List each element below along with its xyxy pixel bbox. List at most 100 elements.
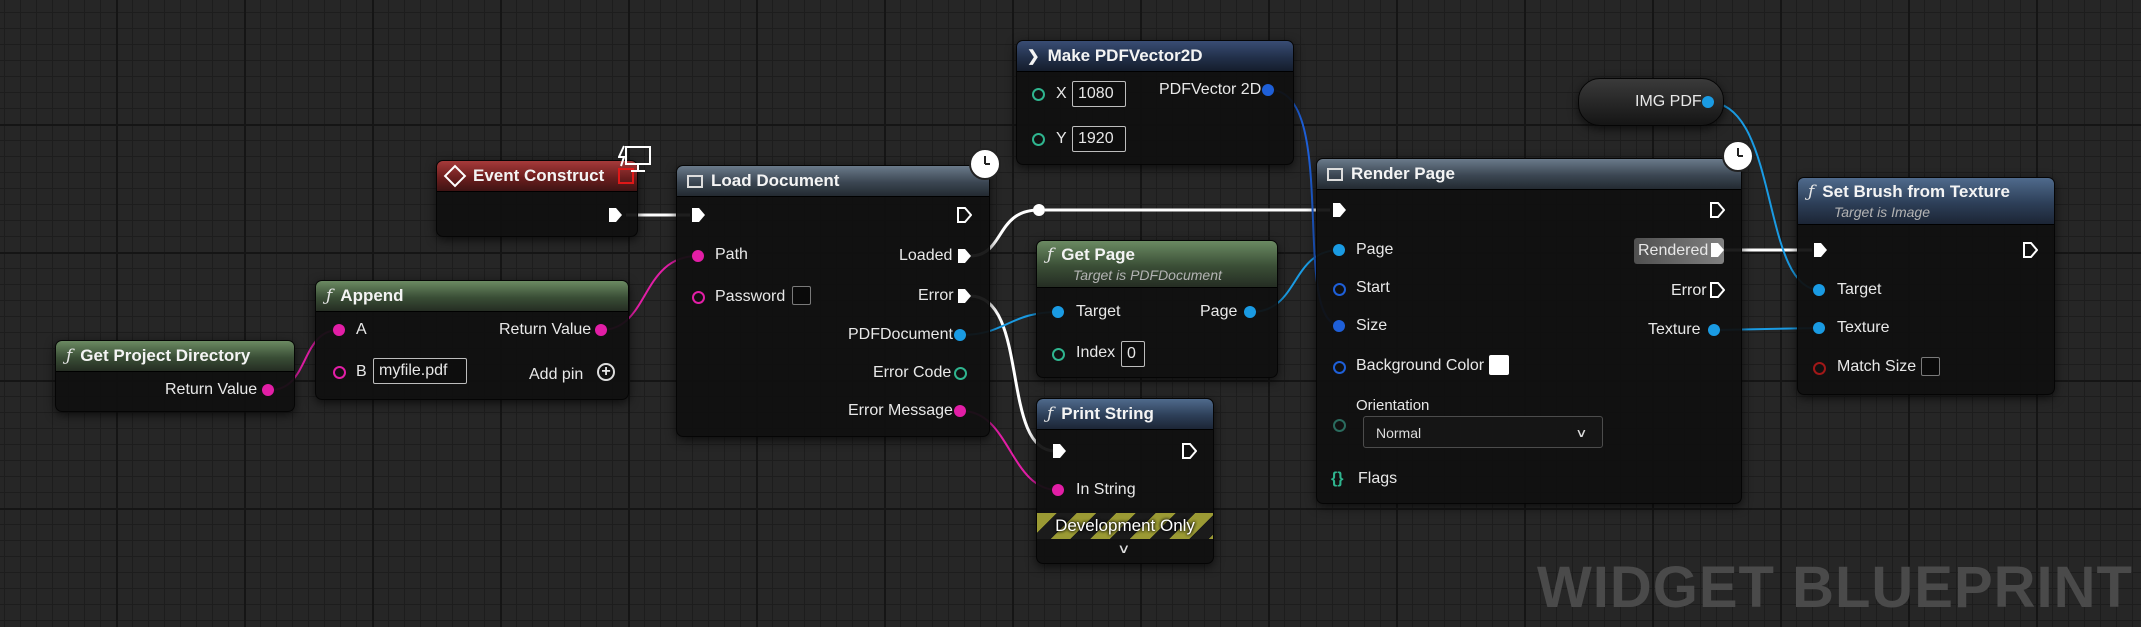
node-title: Make PDFVector2D — [1047, 46, 1203, 65]
load-document-node[interactable]: Load Document — [676, 165, 990, 437]
render-exec-in-pin[interactable] — [1331, 201, 1347, 219]
load-exec-out-pin[interactable] — [956, 206, 972, 224]
load-password-label: Password — [715, 288, 786, 305]
setbrush-texture-pin[interactable] — [1813, 322, 1825, 334]
render-bgcolor-pin[interactable] — [1333, 361, 1346, 374]
orientation-value: Normal — [1376, 425, 1422, 441]
loaded-exec-out-pin[interactable] — [956, 247, 972, 265]
render-error-exec-out-pin[interactable] — [1709, 281, 1725, 299]
node-title: Print String — [1061, 404, 1154, 423]
load-errorcode-label: Error Code — [873, 364, 952, 381]
print-string-node[interactable]: ƒ Print String Development Only ∨ — [1036, 398, 1214, 564]
node-header: Event Construct — [437, 161, 637, 192]
append-return-label: Return Value — [499, 321, 592, 338]
add-pin-label[interactable]: Add pin — [529, 366, 584, 383]
chevron-down-icon: ∨ — [1575, 426, 1588, 440]
getpage-index-input[interactable]: 0 — [1121, 341, 1145, 367]
vector-x-pin[interactable] — [1032, 88, 1045, 101]
vector-x-label: X — [1056, 85, 1067, 102]
print-exec-out-pin[interactable] — [1181, 442, 1197, 460]
pdfdocument-object-pin[interactable] — [954, 329, 966, 341]
append-a-string-pin[interactable] — [333, 324, 345, 336]
print-exec-in-pin[interactable] — [1051, 442, 1067, 460]
render-page-pin[interactable] — [1333, 244, 1345, 256]
getpage-page-label: Page — [1200, 303, 1238, 320]
expand-chevron-icon[interactable]: ∨ — [1117, 541, 1131, 556]
password-input-box[interactable] — [792, 286, 811, 305]
render-orientation-label: Orientation — [1356, 397, 1430, 414]
append-b-input[interactable]: myfile.pdf — [373, 358, 467, 384]
load-errormessage-label: Error Message — [848, 402, 953, 419]
getpage-index-pin[interactable] — [1052, 348, 1065, 361]
orientation-dropdown[interactable]: Normal ∨ — [1363, 416, 1603, 448]
event-exec-out-pin[interactable] — [607, 206, 623, 224]
render-exec-out-pin[interactable] — [1709, 201, 1725, 219]
node-subtitle: Target is Image — [1834, 204, 1930, 220]
function-icon: ƒ — [1047, 404, 1054, 424]
rendered-exec-out-pin[interactable] — [1709, 241, 1725, 259]
getpage-target-pin[interactable] — [1052, 306, 1064, 318]
background-color-swatch[interactable] — [1489, 355, 1509, 375]
render-texture-label: Texture — [1648, 321, 1701, 338]
node-header: Load Document — [677, 166, 989, 197]
event-icon — [443, 164, 467, 188]
render-page-label: Page — [1356, 241, 1394, 258]
development-only-label: Development Only — [1055, 516, 1195, 535]
doc-icon — [687, 174, 703, 188]
render-start-label: Start — [1356, 279, 1390, 296]
render-size-pin[interactable] — [1333, 320, 1345, 332]
setbrush-exec-in-pin[interactable] — [1812, 241, 1828, 259]
load-password-pin[interactable] — [692, 291, 705, 304]
exec-reroute-knot[interactable] — [1033, 204, 1045, 216]
errormessage-string-pin[interactable] — [954, 405, 966, 417]
setbrush-target-pin[interactable] — [1813, 284, 1825, 296]
render-start-pin[interactable] — [1333, 283, 1346, 296]
render-texture-object-pin[interactable] — [1708, 324, 1720, 336]
match-size-checkbox[interactable] — [1921, 357, 1940, 376]
monitor-lightning-icon — [618, 145, 651, 172]
render-orientation-pin[interactable] — [1333, 419, 1346, 432]
node-title: Get Page — [1061, 245, 1135, 264]
setbrush-exec-out-pin[interactable] — [2022, 241, 2038, 259]
print-instring-pin[interactable] — [1052, 484, 1064, 496]
render-rendered-label: Rendered — [1638, 242, 1709, 259]
latent-clock-icon — [969, 148, 1001, 180]
function-icon: ƒ — [1808, 182, 1815, 202]
print-instring-label: In String — [1076, 481, 1136, 498]
errorcode-pin[interactable] — [954, 367, 967, 380]
render-flags-label: Flags — [1358, 470, 1398, 487]
return-value-label: Return Value — [165, 381, 258, 398]
vector-y-pin[interactable] — [1032, 133, 1045, 146]
getpage-index-label: Index — [1076, 344, 1116, 361]
vector-y-input[interactable]: 1920 — [1072, 126, 1126, 152]
img-pdf-variable-node[interactable] — [1578, 78, 1724, 126]
img-pdf-object-pin[interactable] — [1702, 96, 1714, 108]
setbrush-matchsize-pin[interactable] — [1813, 362, 1826, 375]
vector-output-struct-pin[interactable] — [1262, 84, 1274, 96]
append-b-string-pin[interactable] — [333, 366, 346, 379]
node-header: ƒ Print String — [1037, 399, 1213, 430]
node-title: Load Document — [711, 171, 840, 190]
vector-x-input[interactable]: 1080 — [1072, 81, 1126, 107]
make-pdfvector2d-node[interactable]: ❯ Make PDFVector2D — [1016, 40, 1294, 165]
append-b-label: B — [356, 363, 367, 380]
setbrush-target-label: Target — [1837, 281, 1882, 298]
load-exec-in-pin[interactable] — [690, 206, 706, 224]
getpage-page-object-pin[interactable] — [1244, 306, 1256, 318]
load-loaded-label: Loaded — [899, 247, 953, 264]
error-exec-out-pin[interactable] — [956, 287, 972, 305]
event-construct-node[interactable]: Event Construct — [436, 160, 638, 237]
load-path-pin[interactable] — [692, 250, 704, 262]
return-value-string-pin[interactable] — [262, 384, 274, 396]
append-return-string-pin[interactable] — [595, 324, 607, 336]
make-struct-icon: ❯ — [1027, 48, 1040, 65]
node-title: Get Project Directory — [80, 346, 251, 365]
render-size-label: Size — [1356, 317, 1388, 334]
add-pin-icon[interactable]: + — [597, 363, 615, 381]
